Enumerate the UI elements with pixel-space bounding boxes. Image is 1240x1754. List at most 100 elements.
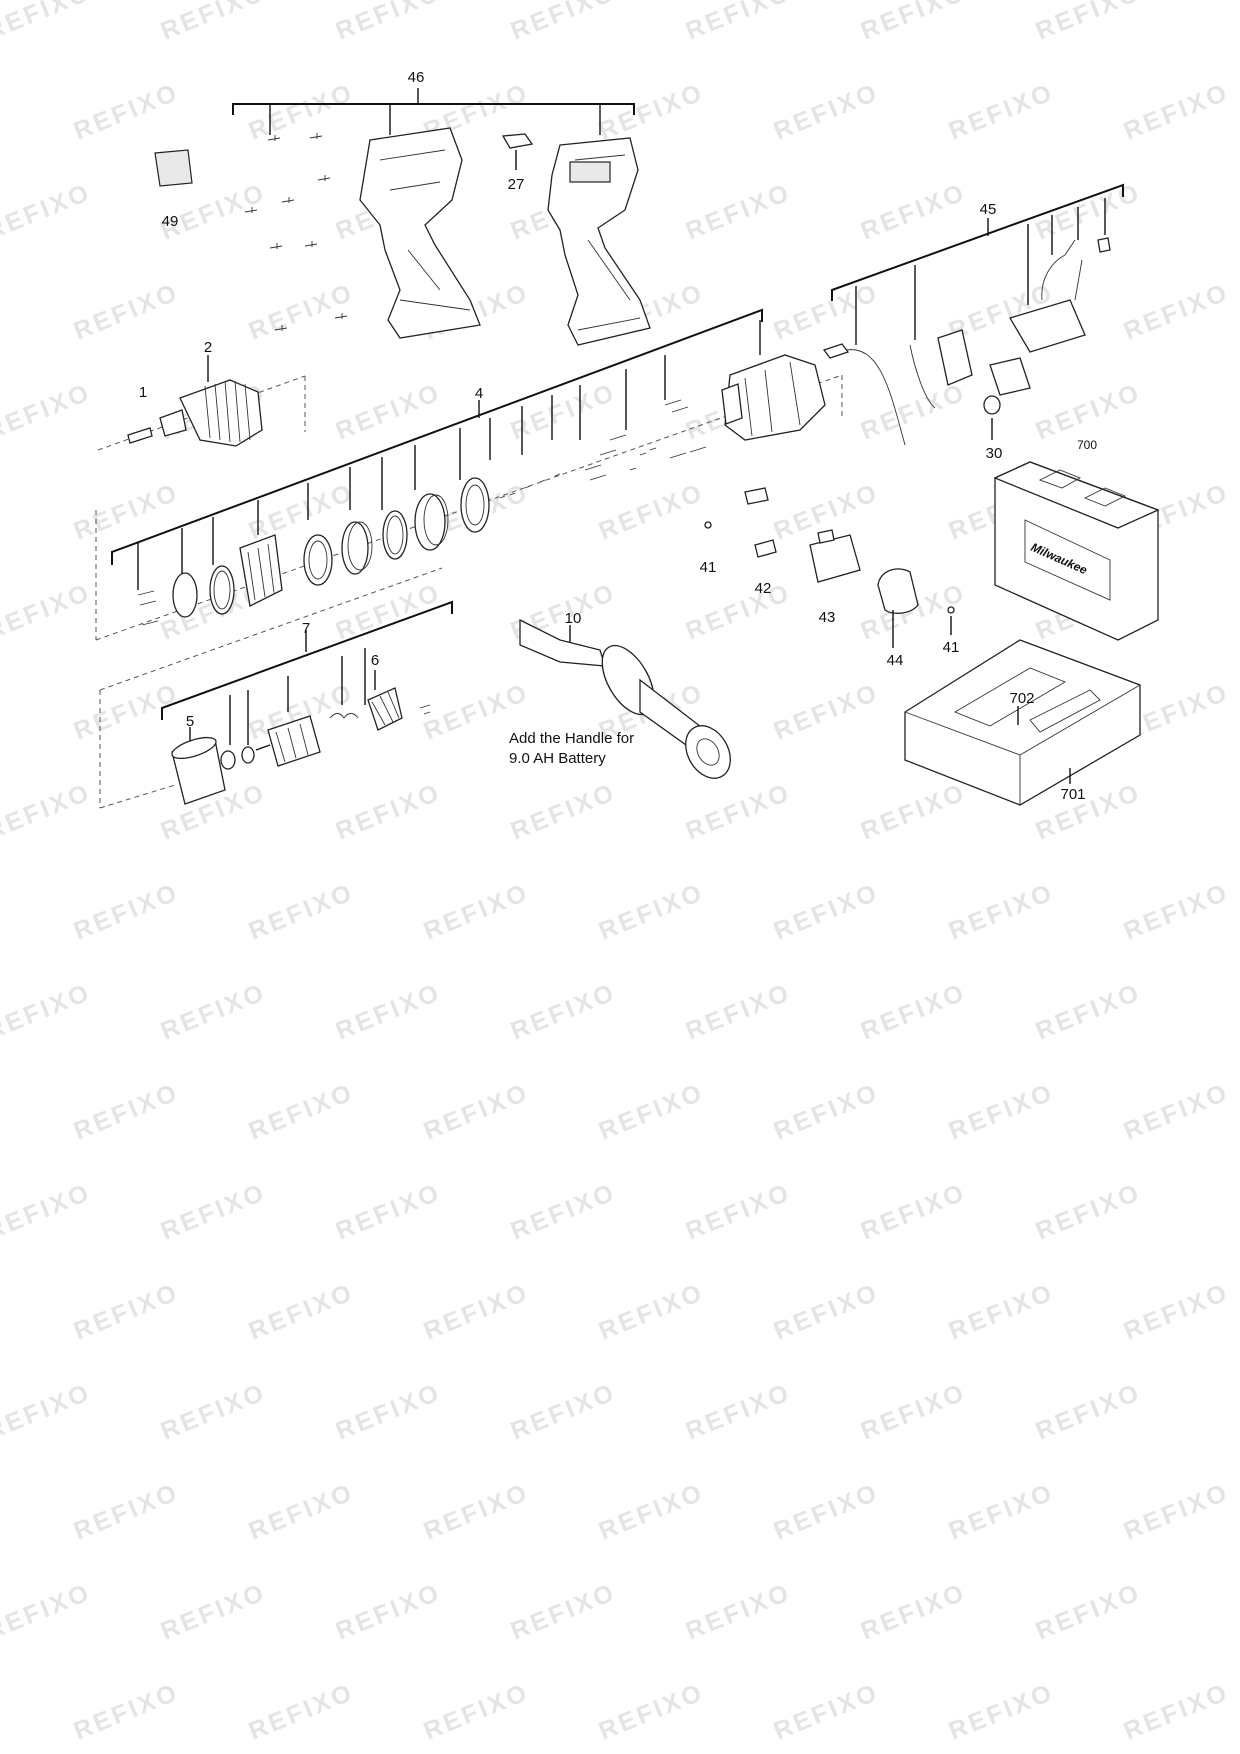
watermark-text: REFIXO (595, 878, 708, 946)
watermark-text: REFIXO (245, 878, 358, 946)
watermark-text: REFIXO (945, 1678, 1058, 1746)
watermark-text: REFIXO (945, 78, 1058, 146)
watermark-text: REFIXO (70, 1078, 183, 1146)
watermark-text: REFIXO (857, 378, 970, 446)
watermark-text: REFIXO (245, 278, 358, 346)
watermark-text: REFIXO (770, 278, 883, 346)
switch-bracket (937, 329, 973, 386)
switch-block (989, 357, 1031, 396)
watermark-text: REFIXO (157, 1178, 270, 1246)
watermark-text: REFIXO (420, 878, 533, 946)
watermark-text: REFIXO (595, 1478, 708, 1546)
electronics-group-45 (822, 183, 1124, 446)
label-46: 46 (408, 69, 425, 86)
watermark-text: REFIXO (70, 278, 183, 346)
watermark-text: REFIXO (682, 578, 795, 646)
label-702: 702 (1009, 690, 1034, 707)
label-45: 45 (980, 201, 997, 218)
watermark-text: REFIXO (857, 978, 970, 1046)
part-1-chuck-screw (127, 427, 153, 444)
label-7: 7 (302, 620, 310, 637)
label-30: 30 (986, 445, 1003, 462)
side-handle-10 (519, 618, 731, 779)
watermark-text: REFIXO (857, 1378, 970, 1446)
watermark-text: REFIXO (770, 78, 883, 146)
watermark-text: REFIXO (1032, 1578, 1145, 1646)
watermark-text: REFIXO (507, 1578, 620, 1646)
housing-right-half (547, 137, 651, 346)
watermark-text: REFIXO (1032, 978, 1145, 1046)
watermark-text: REFIXO (770, 878, 883, 946)
motor-group-7 (99, 567, 453, 809)
gearbox-washer (172, 572, 198, 618)
watermark-text: REFIXO (0, 578, 95, 646)
case-insert-701 (904, 639, 1141, 806)
watermark-text: REFIXO (245, 1078, 358, 1146)
watermark-text: REFIXO (945, 878, 1058, 946)
callout-labels: 46 27 49 2 1 4 7 6 5 10 Add the Handle f… (139, 69, 1098, 803)
watermark-text: REFIXO (1032, 1378, 1145, 1446)
label-6: 6 (371, 652, 379, 669)
watermark-text: REFIXO (0, 178, 95, 246)
watermark-text: REFIXO (1120, 878, 1233, 946)
watermark-text: REFIXO (770, 1678, 883, 1746)
watermark-text: REFIXO (945, 1278, 1058, 1346)
watermark-text: REFIXO (857, 778, 970, 846)
watermark-text: REFIXO (157, 978, 270, 1046)
label-700: 700 (1077, 438, 1097, 452)
part-27-clip (501, 133, 534, 149)
watermark-text: REFIXO (1120, 1678, 1233, 1746)
watermark-text: REFIXO (0, 0, 95, 46)
part-43-bracket (809, 534, 861, 583)
label-42: 42 (755, 580, 772, 597)
watermark-text: REFIXO (507, 1378, 620, 1446)
watermark-text: REFIXO (507, 378, 620, 446)
chuck-assembly (97, 355, 306, 451)
watermark-text: REFIXO (945, 1478, 1058, 1546)
watermark-text: REFIXO (332, 778, 445, 846)
watermark-text: REFIXO (857, 1578, 970, 1646)
watermark-text: REFIXO (70, 878, 183, 946)
label-41-b: 41 (943, 639, 960, 656)
housing-left-half (359, 127, 481, 339)
trigger-switch (1009, 299, 1086, 353)
label-4: 4 (475, 385, 483, 402)
watermark-text: REFIXO (595, 1078, 708, 1146)
watermark-text: REFIXO (0, 778, 95, 846)
watermark-text: REFIXO (770, 1478, 883, 1546)
label-49: 49 (162, 213, 179, 230)
part-42-top (744, 487, 769, 505)
part-41-screw (704, 521, 712, 529)
watermark-text: REFIXO (157, 1378, 270, 1446)
watermark-text: REFIXO (245, 478, 358, 546)
part-42-clip (754, 539, 777, 558)
watermark-text: REFIXO (507, 0, 620, 46)
watermark-text: REFIXO (245, 1678, 358, 1746)
watermark-text: REFIXO (1120, 1278, 1233, 1346)
watermark-text: REFIXO (332, 1178, 445, 1246)
label-43: 43 (819, 609, 836, 626)
note-line-1: Add the Handle for (509, 730, 634, 747)
part-49-label-sheet (154, 149, 193, 187)
watermark-text: REFIXO (770, 678, 883, 746)
watermark-text: REFIXO (157, 1578, 270, 1646)
label-27: 27 (508, 176, 525, 193)
watermark-text: REFIXO (245, 1478, 358, 1546)
watermark-text: REFIXO (1120, 1078, 1233, 1146)
watermark-text: REFIXO (1120, 78, 1233, 146)
watermark-text: REFIXO (595, 78, 708, 146)
part-6-fan (367, 687, 403, 731)
label-701: 701 (1060, 786, 1085, 803)
watermark-text: REFIXO (0, 1178, 95, 1246)
watermark-text: REFIXO (857, 178, 970, 246)
watermark-text: REFIXO (332, 978, 445, 1046)
watermark-text: REFIXO (770, 1278, 883, 1346)
watermark-text: REFIXO (770, 1078, 883, 1146)
watermark-text: REFIXO (682, 978, 795, 1046)
watermark-text: REFIXO (332, 378, 445, 446)
watermark-text: REFIXO (1032, 378, 1145, 446)
watermark-text: REFIXO (682, 1578, 795, 1646)
watermark-text: REFIXO (507, 1178, 620, 1246)
label-41-a: 41 (700, 559, 717, 576)
